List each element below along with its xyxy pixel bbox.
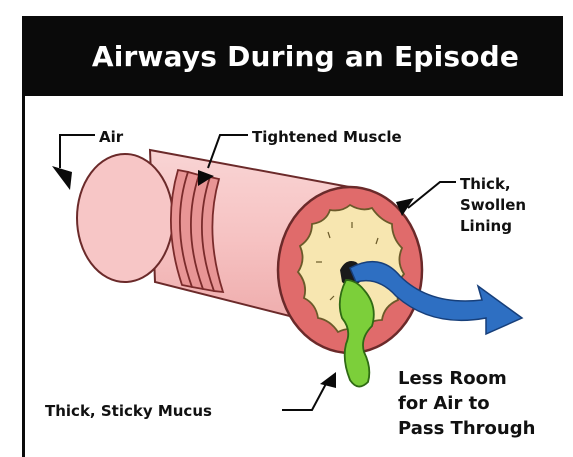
label-lining-line-1: Thick, <box>460 174 526 195</box>
label-lining-line-2: Swollen <box>460 195 526 216</box>
label-lining-line-3: Lining <box>460 216 526 237</box>
airway-entry-end <box>77 154 173 282</box>
label-room-line-3: Pass Through <box>398 416 535 441</box>
label-sticky-mucus: Thick, Sticky Mucus <box>45 402 212 420</box>
label-tightened-muscle: Tightened Muscle <box>252 128 402 146</box>
label-less-room: Less Room for Air to Pass Through <box>398 366 535 441</box>
label-air: Air <box>99 128 123 146</box>
label-swollen-lining: Thick, Swollen Lining <box>460 174 526 237</box>
label-room-line-2: for Air to <box>398 391 535 416</box>
label-room-line-1: Less Room <box>398 366 535 391</box>
